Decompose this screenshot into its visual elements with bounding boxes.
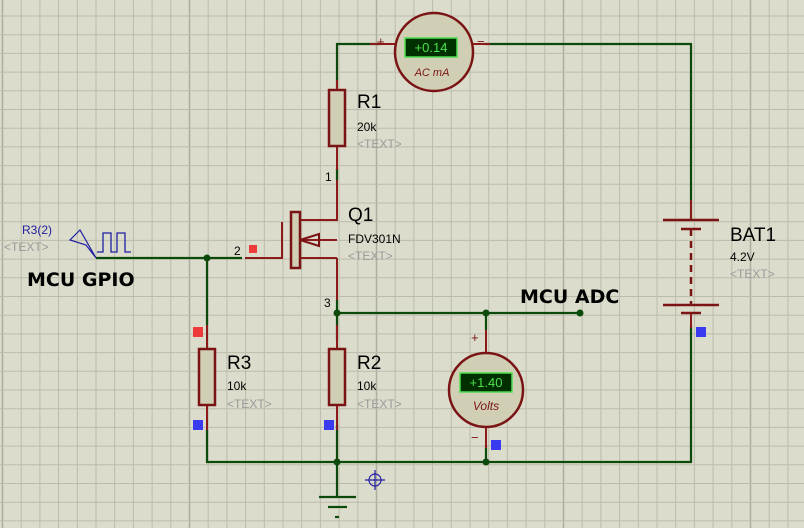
wire-top[interactable] <box>335 42 380 88</box>
pulse-waveform-icon <box>97 232 131 253</box>
wire-bottom[interactable] <box>205 325 693 464</box>
mcu-adc-label: MCU ADC <box>520 286 619 308</box>
wires <box>96 42 693 497</box>
battery-bat1[interactable]: BAT1 4.2V <TEXT> <box>663 200 776 337</box>
pin-state-low <box>491 440 501 450</box>
wire-top-right[interactable] <box>485 42 693 220</box>
r2-ref: R2 <box>357 353 381 374</box>
ammeter-reading: +0.14 <box>415 40 448 55</box>
resistor-r3[interactable]: R3 10k <TEXT> <box>193 325 272 430</box>
r2-text: <TEXT> <box>357 397 402 411</box>
junction-dot <box>333 309 341 317</box>
mcu-gpio-label: MCU GPIO <box>27 269 135 291</box>
resistor-r2[interactable]: R2 10k <TEXT> <box>324 325 402 430</box>
junction-dot <box>333 458 341 466</box>
plus-sign: + <box>471 330 479 345</box>
r3-text: <TEXT> <box>227 397 272 411</box>
ammeter-display <box>404 37 458 58</box>
junction-dot <box>482 458 490 466</box>
resistor-r1[interactable]: R1 20k <TEXT> 1 <box>325 80 402 184</box>
pin-2-label: 2 <box>234 244 241 258</box>
r3-ref: R3 <box>227 353 251 374</box>
generator-text: <TEXT> <box>4 240 49 254</box>
origin-crosshair-icon <box>365 470 385 490</box>
minus-sign: − <box>477 34 485 49</box>
generator-ref: R3(2) <box>22 223 52 237</box>
junction-dot <box>203 254 211 262</box>
plus-sign: + <box>377 34 385 49</box>
q1-ref: Q1 <box>348 205 373 226</box>
voltmeter-unit: Volts <box>473 399 499 413</box>
voltmeter-reading: +1.40 <box>470 375 503 390</box>
minus-sign: − <box>471 430 479 445</box>
pin-state-high <box>249 245 257 253</box>
r1-ref: R1 <box>357 92 381 113</box>
ground-symbol[interactable] <box>319 495 356 519</box>
generator-terminal-icon <box>68 229 97 259</box>
r3-value: 10k <box>227 379 247 393</box>
voltmeter-display <box>459 372 513 393</box>
junction-dot <box>576 309 584 317</box>
ammeter[interactable]: +0.14 AC mA + − <box>370 11 490 93</box>
arrow-icon <box>296 232 320 248</box>
voltmeter[interactable]: +1.40 Volts + − <box>447 330 525 450</box>
pin-state-low <box>193 420 203 430</box>
junction-dot <box>482 309 490 317</box>
q1-part: FDV301N <box>348 232 401 246</box>
pulse-generator[interactable]: R3(2) <TEXT> <box>4 223 131 259</box>
pin-state-high <box>193 327 203 337</box>
junctions <box>203 254 584 466</box>
ammeter-unit: AC mA <box>414 67 450 79</box>
q1-text: <TEXT> <box>348 249 393 263</box>
pin-1-label: 1 <box>325 170 332 184</box>
bat1-value: 4.2V <box>730 250 755 264</box>
bat1-ref: BAT1 <box>730 225 776 246</box>
mosfet-q1[interactable]: 2 Q1 FDV301N <TEXT> 3 <box>234 180 401 310</box>
pin-state-low <box>696 327 706 337</box>
pin-3-label: 3 <box>324 296 331 310</box>
r2-value: 10k <box>357 379 377 393</box>
r1-text: <TEXT> <box>357 137 402 151</box>
pin-state-low <box>324 420 334 430</box>
bat1-text: <TEXT> <box>730 267 775 281</box>
r1-value: 20k <box>357 120 377 134</box>
